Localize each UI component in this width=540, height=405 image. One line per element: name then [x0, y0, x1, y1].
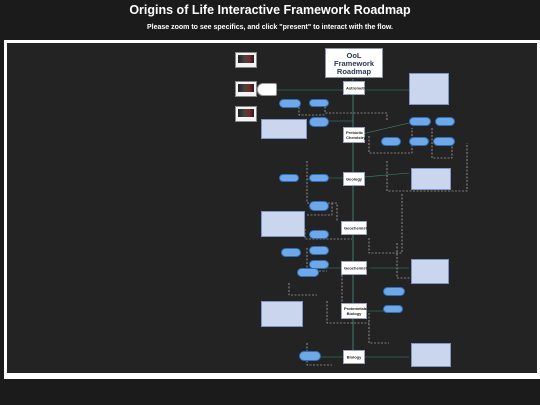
page-subtitle: Please zoom to see specifics, and click … — [146, 24, 393, 31]
stage-geochemistry-1[interactable]: Geochemistry — [341, 221, 371, 235]
stage-geochemistry-2[interactable]: Geochemistry — [341, 261, 371, 275]
stage-label: Geochemistry — [344, 265, 371, 271]
subtopic-pill[interactable] — [309, 246, 329, 255]
description-note[interactable] — [261, 301, 303, 327]
description-note[interactable] — [409, 73, 449, 105]
description-note[interactable] — [411, 343, 451, 367]
roadmap-title-card[interactable]: OoL Framework Roadmap — [325, 48, 383, 78]
video-thumbnail-2[interactable] — [235, 81, 257, 97]
subtopic-pill[interactable] — [435, 117, 455, 126]
roadmap-title: OoL Framework Roadmap — [333, 51, 375, 76]
subtopic-pill[interactable] — [409, 117, 431, 126]
stage-geology[interactable]: Geology — [343, 172, 365, 186]
description-note[interactable] — [411, 168, 451, 190]
stage-label: Biology — [346, 354, 362, 360]
subtopic-pill[interactable] — [383, 287, 405, 296]
subtopic-pill[interactable] — [409, 137, 429, 146]
thumbnail-image — [238, 55, 254, 63]
stage-label: Prebiotic Chemistry — [346, 130, 366, 140]
description-note[interactable] — [261, 119, 307, 139]
subtopic-pill[interactable] — [309, 260, 329, 269]
flow-board[interactable]: OoL Framework Roadmap Astrometry Prebiot… — [7, 43, 537, 373]
video-thumbnail-3[interactable] — [235, 106, 257, 122]
subtopic-pill[interactable] — [433, 137, 455, 146]
stage-label: Geology — [346, 176, 363, 182]
thumbnail-image — [238, 84, 254, 92]
stage-biology[interactable]: Biology — [343, 350, 365, 364]
subtopic-pill[interactable] — [309, 174, 329, 182]
stage-protometabolism[interactable]: Protometabolism Biology — [341, 303, 377, 319]
subtopic-pill[interactable] — [281, 248, 301, 257]
stage-prebiotic-chemistry[interactable]: Prebiotic Chemistry — [343, 127, 366, 143]
stage-label: Protometabolism Biology — [344, 306, 377, 316]
subtopic-pill[interactable] — [309, 117, 329, 127]
subtopic-pill[interactable] — [297, 268, 319, 277]
subtopic-pill[interactable] — [309, 230, 329, 239]
description-note[interactable] — [261, 211, 305, 237]
page-title: Origins of Life Interactive Framework Ro… — [129, 3, 411, 17]
video-thumbnail-1[interactable] — [235, 52, 257, 68]
embed-frame: OoL Framework Roadmap Astrometry Prebiot… — [4, 40, 540, 379]
subtopic-pill[interactable] — [309, 201, 329, 211]
subtopic-pill[interactable] — [279, 99, 301, 108]
subtopic-pill[interactable] — [299, 351, 321, 361]
page-header: Origins of Life Interactive Framework Ro… — [0, 0, 540, 40]
subtopic-pill[interactable] — [381, 137, 401, 146]
stage-astrometry[interactable]: Astrometry — [343, 81, 368, 95]
description-note[interactable] — [411, 259, 449, 284]
subtopic-pill[interactable] — [383, 305, 403, 313]
stage-label: Astrometry — [346, 85, 368, 91]
subtopic-pill[interactable] — [309, 99, 329, 107]
subtopic-pill[interactable] — [279, 174, 299, 182]
stage-label: Geochemistry — [344, 225, 371, 231]
callout-bubble[interactable] — [257, 83, 277, 96]
thumbnail-image — [238, 109, 254, 117]
